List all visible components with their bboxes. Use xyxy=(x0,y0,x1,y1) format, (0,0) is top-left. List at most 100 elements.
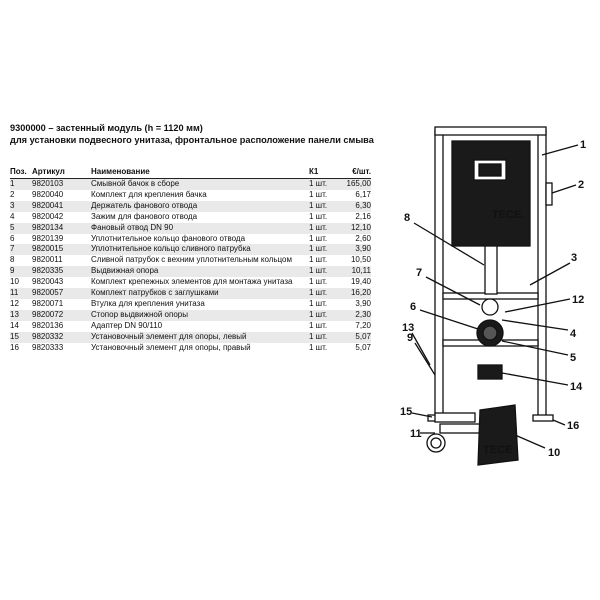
callout-6: 6 xyxy=(410,301,416,313)
cell-unit: 1 шт. xyxy=(309,233,328,243)
table-header-row: Поз. Артикул Наименование К1 €/шт. xyxy=(10,167,371,179)
callout-7: 7 xyxy=(416,267,422,279)
col-header-unit: К1 xyxy=(309,167,345,179)
cell-name: Уплотнительное кольцо фанового отвода xyxy=(91,233,246,243)
leader-15 xyxy=(411,412,433,418)
callout-8: 8 xyxy=(404,212,410,224)
cell-unit: 1 шт. xyxy=(309,277,328,287)
cell-name: Комплект крепежных элементов для монтажа… xyxy=(91,277,293,287)
cell-name: Смывной бачок в сборе xyxy=(91,178,309,190)
bag-logo: TECE xyxy=(483,444,512,456)
title-line-1: 9300000 – застенный модуль (h = 1120 мм) xyxy=(10,123,203,133)
cell-unit: 1 шт. xyxy=(309,288,345,299)
parts-table: Поз. Артикул Наименование К1 €/шт. 1 9820… xyxy=(10,167,371,354)
cell-unit: 1 шт. xyxy=(309,222,345,234)
callout-10: 10 xyxy=(548,447,560,459)
cell-unit: 1 шт. xyxy=(309,266,345,278)
leader-12 xyxy=(504,298,571,313)
callout-4: 4 xyxy=(570,328,577,340)
cell-article: 9820071 xyxy=(32,298,64,308)
cell-price: 165,00 xyxy=(345,178,371,190)
table-row: 16 9820333 Установочный элемент для опоры,… xyxy=(10,343,371,354)
cell-article: 9820015 xyxy=(32,244,91,256)
cell-pos: 1 xyxy=(10,178,32,190)
cell-name: Установочный элемент для опоры, левый xyxy=(91,331,309,343)
callout-12: 12 xyxy=(572,294,584,306)
cell-price: 6,30 xyxy=(345,200,371,212)
cell-price: 7,20 xyxy=(355,320,371,330)
cell-pos: 5 xyxy=(10,222,32,234)
cell-pos: 9 xyxy=(10,266,32,278)
cell-pos: 12 xyxy=(10,298,19,308)
cell-pos: 8 xyxy=(10,255,15,265)
cell-article: 9820136 xyxy=(32,320,64,330)
title-line-2: для установки подвесного унитаза, фронта… xyxy=(10,135,374,145)
flush-panel-inner xyxy=(478,163,502,177)
leader-10 xyxy=(514,434,546,449)
cell-pos: 3 xyxy=(10,200,32,212)
cell-pos: 10 xyxy=(10,277,19,287)
cell-price: 3,90 xyxy=(355,298,371,308)
callout-2: 2 xyxy=(578,179,584,191)
cell-unit: 1 шт. xyxy=(309,211,328,221)
cell-name: Фановый отвод DN 90 xyxy=(91,222,309,234)
outlet-adapter xyxy=(477,364,503,380)
frame-right-post xyxy=(537,129,547,421)
cell-name: Держатель фанового отвода xyxy=(91,200,309,212)
cell-unit: 1 шт. xyxy=(309,331,345,343)
cell-price: 5,07 xyxy=(355,342,371,352)
cell-pos: 4 xyxy=(10,211,15,221)
cell-article: 9820139 xyxy=(32,233,64,243)
callout-11: 11 xyxy=(410,428,422,440)
table-row: 12 9820071 Втулка для крепления унитаза 1 ш… xyxy=(10,299,371,310)
leader-13 xyxy=(411,332,431,366)
cell-unit: 1 шт. xyxy=(309,342,328,352)
cell-article: 9820134 xyxy=(32,222,91,234)
leader-16 xyxy=(552,419,566,426)
callout-15: 15 xyxy=(400,406,412,418)
cell-unit: 1 шт. xyxy=(309,189,328,199)
cell-pos: 16 xyxy=(10,342,19,352)
callout-9: 9 xyxy=(407,332,413,344)
cell-price: 10,11 xyxy=(345,266,371,278)
cell-price: 6,17 xyxy=(355,189,371,199)
cell-price: 2,60 xyxy=(355,233,371,243)
leader-4 xyxy=(501,319,569,331)
document-title: 9300000 – застенный модуль (h = 1120 мм)… xyxy=(10,122,374,146)
leader-2 xyxy=(551,184,577,194)
cell-name: Установочный элемент для опоры, правый xyxy=(91,342,251,352)
cell-pos: 2 xyxy=(10,189,15,199)
leader-9 xyxy=(414,342,436,376)
cell-unit: 1 шт. xyxy=(309,178,345,190)
cell-unit: 1 шт. xyxy=(309,244,345,256)
cell-pos: 7 xyxy=(10,244,32,256)
leader-5 xyxy=(501,340,569,356)
connection-set xyxy=(426,412,481,453)
side-bracket xyxy=(545,182,553,206)
callout-5: 5 xyxy=(570,352,576,364)
col-header-name: Наименование xyxy=(91,167,309,179)
cell-article: 9820332 xyxy=(32,331,91,343)
drain-connection xyxy=(481,298,499,316)
leader-6 xyxy=(419,309,479,330)
cell-unit: 1 шт. xyxy=(309,298,328,308)
callout-16: 16 xyxy=(567,420,579,432)
cell-name: Втулка для крепления унитаза xyxy=(91,298,205,308)
leader-3 xyxy=(529,262,571,286)
flush-bend-inner xyxy=(482,325,498,341)
cell-name: Сливной патрубок с вехним уплотнительным… xyxy=(91,255,292,265)
cell-article: 9820333 xyxy=(32,342,64,352)
leader-14 xyxy=(501,372,569,386)
